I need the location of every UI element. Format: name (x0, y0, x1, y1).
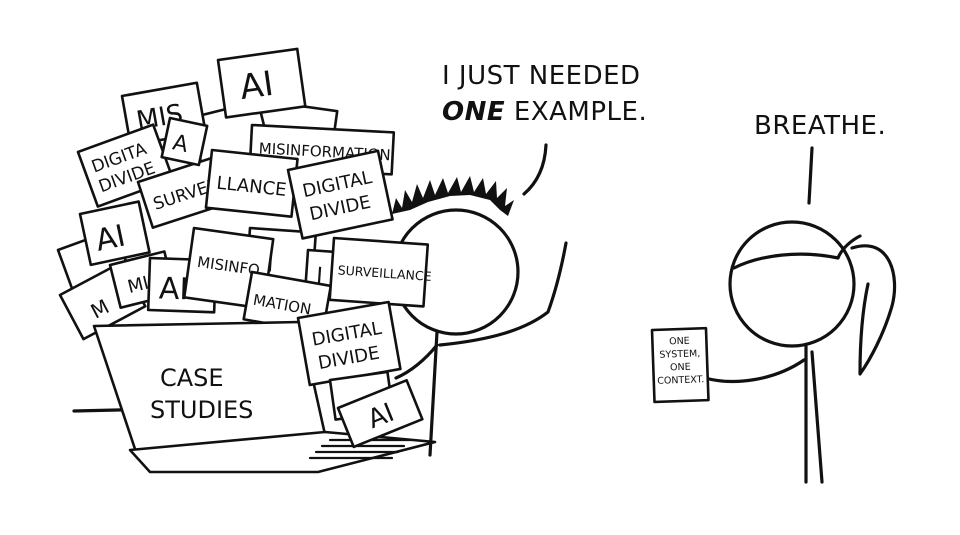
context-card: ONE SYSTEM, ONE CONTEXT. (650, 326, 710, 404)
laptop-screen-line-2: STUDIES (150, 396, 253, 424)
paper-text: A (170, 130, 190, 158)
laptop-screen-line-1: CASE (160, 364, 224, 392)
paper-pile: M AI MIS DIGITA DIVIDE MISINFORMATION (56, 47, 432, 341)
speech-left: I JUST NEEDED ONE EXAMPLE. (442, 58, 647, 130)
paper-text: AI (92, 219, 128, 259)
head (728, 220, 856, 348)
paper-ai-left: AI (78, 200, 151, 267)
card-line-1: ONE (669, 336, 690, 348)
ponytail (850, 244, 897, 376)
card-line-3: ONE (670, 362, 691, 374)
speech-right: BREATHE. (754, 111, 887, 141)
speech-left-line-1: I JUST NEEDED (442, 61, 641, 91)
paper-text: I (315, 264, 323, 289)
card-line-4: CONTEXT. (657, 374, 704, 387)
laptop: CASE STUDIES (92, 320, 437, 474)
spiky-hair (392, 176, 514, 216)
paper-a-fragment: A (160, 116, 209, 167)
paper-ai-bottom: AI (336, 378, 424, 449)
paper-text: AI (237, 64, 276, 108)
speech-tail-left (522, 143, 548, 196)
speech-left-line-2: ONE EXAMPLE. (442, 94, 647, 130)
paper-ai-top: AI (216, 47, 307, 119)
speech-tail-right (807, 146, 814, 205)
hair-line (732, 234, 862, 270)
arm-holding-card (703, 358, 806, 384)
speech-left-line-2-rest: EXAMPLE. (505, 97, 648, 127)
card-line-2: SYSTEM, (659, 348, 700, 360)
stick-figure-right: ONE SYSTEM, ONE CONTEXT. (650, 220, 897, 484)
lower-arm (394, 343, 439, 380)
paper-surveillance: SURVEILLANCE (328, 236, 432, 308)
paper-digital-divide-3: DIGITAL DIVIDE (296, 300, 402, 387)
raised-arm (438, 241, 568, 347)
paper-text: AI (158, 271, 189, 307)
paper-text: MI (126, 273, 151, 298)
paper-digital-divide-2: DIGITAL DIVIDE (286, 149, 394, 240)
leg-right (810, 350, 824, 484)
torso (428, 330, 439, 457)
speech-emphasis: ONE (442, 97, 506, 127)
paper-llance: LLANCE (204, 148, 299, 218)
paper-text: SURVEILLANCE (337, 262, 432, 284)
